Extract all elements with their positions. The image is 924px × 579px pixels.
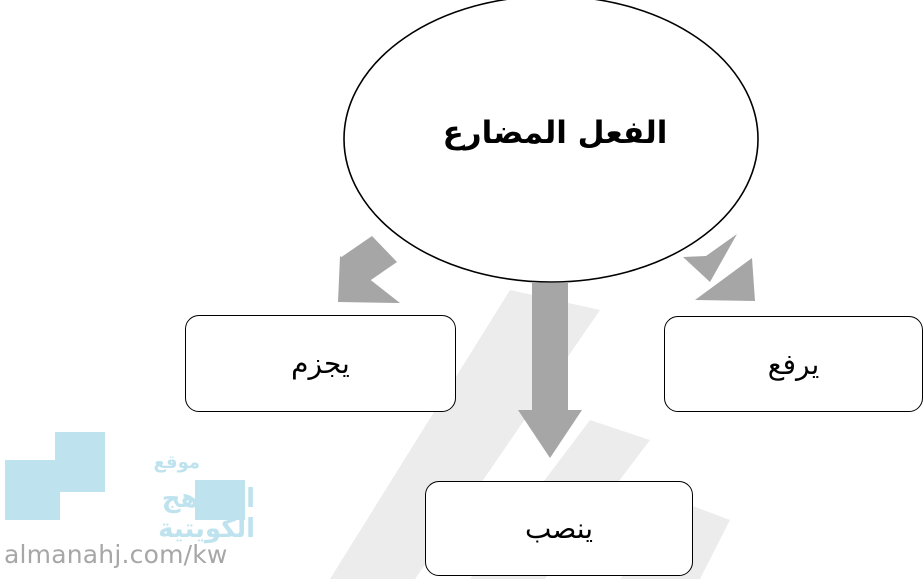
arrow-to-right-box bbox=[683, 234, 755, 301]
child-node-middle-label: ينصب bbox=[524, 512, 594, 545]
root-node-label: الفعل المضارع bbox=[442, 115, 668, 151]
watermark-site-word: موقع bbox=[153, 452, 200, 473]
watermark-site-name: المناهج الكويتية bbox=[158, 484, 255, 544]
child-node-left-label: يجزم bbox=[291, 347, 350, 380]
child-node-right: يرفع bbox=[664, 316, 923, 412]
watermark-logo-blocks bbox=[5, 432, 245, 520]
arrow-to-left-box bbox=[338, 236, 400, 303]
child-node-middle: ينصب bbox=[425, 481, 693, 576]
root-ellipse bbox=[343, 0, 759, 283]
watermark-url: almanahj.com/kw bbox=[4, 540, 228, 569]
child-node-left: يجزم bbox=[185, 315, 456, 412]
child-node-right-label: يرفع bbox=[767, 347, 820, 381]
arrow-to-middle-box bbox=[518, 283, 582, 458]
